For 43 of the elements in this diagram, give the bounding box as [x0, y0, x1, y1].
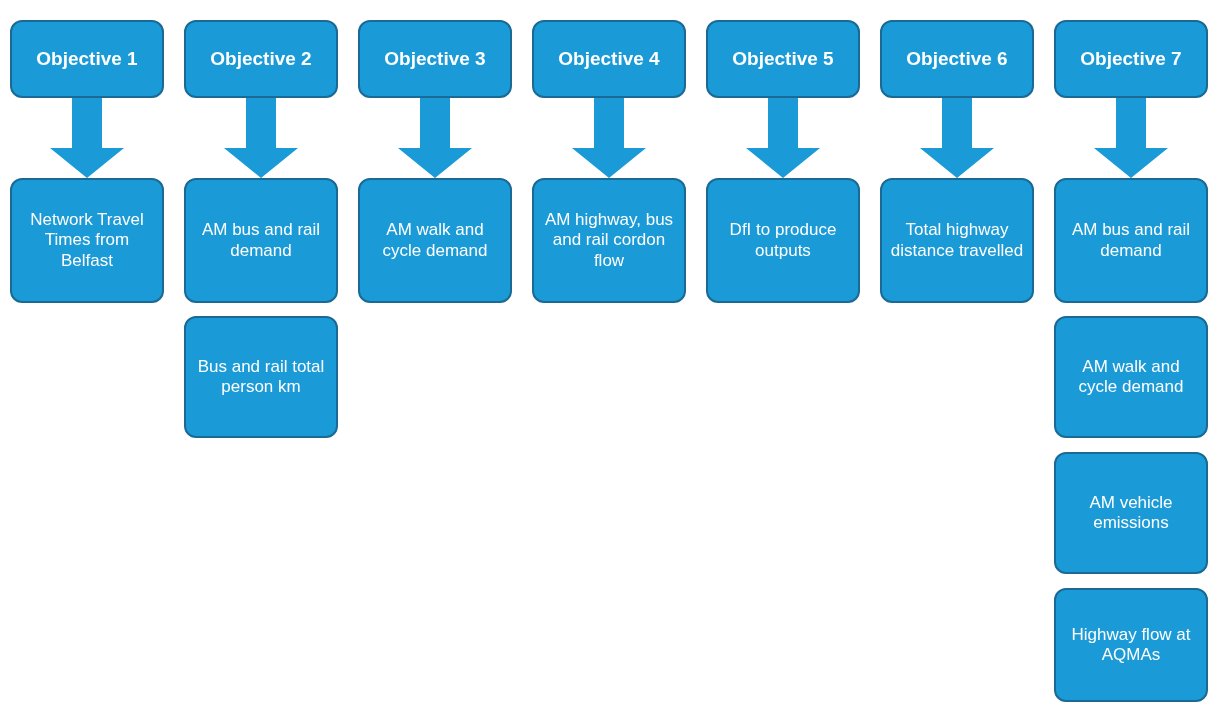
box-text: Network Travel Times from Belfast	[29, 209, 145, 272]
output-box	[1054, 588, 1208, 702]
box-text: Objective 5	[732, 47, 834, 71]
block-arrow	[50, 98, 124, 178]
box-text: AM highway, bus and rail cordon flow	[543, 209, 675, 272]
output-box	[532, 178, 686, 303]
block-arrow	[572, 98, 646, 178]
output-box	[706, 178, 860, 303]
objective-box	[10, 20, 164, 98]
box-text: AM bus and rail demand	[200, 220, 322, 261]
block-arrow	[224, 98, 298, 178]
output-box	[880, 178, 1034, 303]
objective-box	[1054, 20, 1208, 98]
objective-box	[184, 20, 338, 98]
box-text: Objective 1	[36, 47, 138, 71]
box-text: Bus and rail total person km	[196, 356, 326, 398]
output-box	[1054, 452, 1208, 574]
box-text: Objective 7	[1080, 47, 1182, 71]
output-box	[10, 178, 164, 303]
box-text: AM vehicle emissions	[1088, 492, 1174, 534]
box-text: Total highway distance travelled	[890, 220, 1024, 261]
output-box	[184, 316, 338, 438]
objective-box	[706, 20, 860, 98]
box-text: Objective 6	[906, 47, 1008, 71]
objective-box	[358, 20, 512, 98]
box-text: AM walk and cycle demand	[381, 220, 489, 261]
block-arrow	[1094, 98, 1168, 178]
box-text: DfI to produce outputs	[728, 220, 838, 261]
box-text: Objective 3	[384, 47, 486, 71]
objective-box	[532, 20, 686, 98]
block-arrow	[920, 98, 994, 178]
block-arrow	[398, 98, 472, 178]
output-box	[184, 178, 338, 303]
output-box	[358, 178, 512, 303]
output-box	[1054, 316, 1208, 438]
output-box	[1054, 178, 1208, 303]
box-text: Objective 4	[558, 47, 660, 71]
objective-box	[880, 20, 1034, 98]
box-text: Objective 2	[210, 47, 312, 71]
box-text: Highway flow at AQMAs	[1070, 624, 1192, 666]
box-text: AM bus and rail demand	[1070, 220, 1192, 261]
box-text: AM walk and cycle demand	[1077, 356, 1185, 398]
block-arrow	[746, 98, 820, 178]
